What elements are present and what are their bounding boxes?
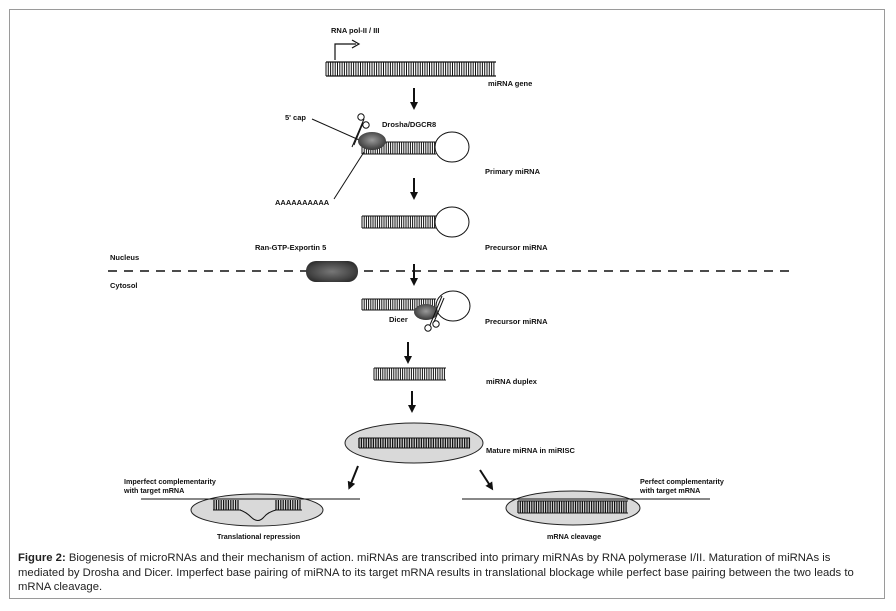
repression-label: Translational repression [217, 532, 300, 541]
mirna-duplex [373, 367, 446, 381]
exportin-label: Ran-GTP-Exportin 5 [255, 243, 326, 252]
perfect-label-1: Perfect complementarity [640, 477, 724, 486]
dicer-enzyme [414, 304, 438, 320]
exportin-complex [306, 261, 358, 282]
mirna-gene-label: miRNA gene [488, 79, 532, 88]
five-cap-leader [311, 118, 367, 144]
mature-mirna [358, 437, 471, 449]
precursor-cytosol-label: Precursor miRNA [485, 317, 548, 326]
scissors-icon [424, 295, 445, 332]
precursor-mirna-nuclear [361, 215, 436, 229]
branch-arrow-right [479, 469, 494, 491]
primary-mirna-label: Primary miRNA [485, 167, 541, 176]
promoter-arrow-head [351, 39, 361, 49]
primary-loop [434, 131, 470, 163]
precursor-cytosol-loop [435, 290, 471, 322]
imperfect-label-1: Imperfect complementarity [124, 477, 216, 486]
polya-leader [333, 151, 365, 200]
scissors-icon [351, 113, 370, 148]
promoter-arrow [334, 43, 356, 60]
caption-label: Figure 2: [18, 552, 66, 564]
imperfect-label-2: with target mRNA [123, 486, 184, 495]
perfect-pairing [517, 500, 628, 514]
precursor-nuclear-label: Precursor miRNA [485, 243, 548, 252]
imperfect-pairing [213, 500, 302, 511]
duplex-label: miRNA duplex [486, 377, 538, 386]
cleavage-label: mRNA cleavage [547, 532, 601, 541]
figure-frame [9, 9, 885, 599]
mirna-gene-strand [325, 61, 496, 77]
mismatch-bulge [239, 509, 277, 521]
rna-pol-label: RNA pol-II / III [331, 26, 379, 35]
drosha-enzyme [358, 132, 386, 150]
nucleus-label: Nucleus [110, 253, 139, 262]
perfect-label-2: with target mRNA [639, 486, 700, 495]
dicer-label: Dicer [389, 315, 408, 324]
precursor-loop [434, 206, 470, 238]
drosha-label: Drosha/DGCR8 [382, 120, 436, 129]
polya-label: AAAAAAAAAA [275, 198, 330, 207]
caption-text: Biogenesis of microRNAs and their mechan… [18, 552, 854, 594]
five-cap-label: 5' cap [285, 113, 306, 122]
branch-arrow-left [347, 465, 359, 490]
mature-label: Mature miRNA in miRISC [486, 446, 575, 455]
cytosol-label: Cytosol [110, 281, 138, 290]
figure-caption: Figure 2: Biogenesis of microRNAs and th… [18, 551, 876, 595]
